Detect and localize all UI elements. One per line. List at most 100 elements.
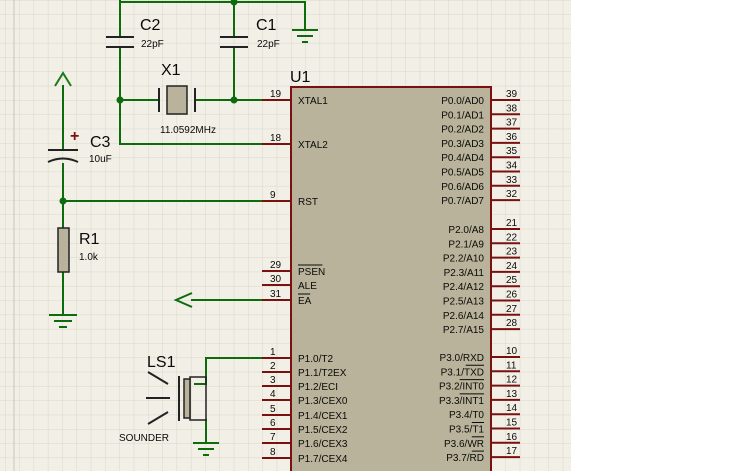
u1-pin-name: EA — [298, 296, 312, 307]
u1-pin-name: XTAL2 — [298, 140, 328, 151]
power-terminal[interactable] — [54, 71, 72, 87]
u1-pin-number: 6 — [270, 418, 276, 429]
wire-ls1-p10 — [194, 357, 263, 385]
u1-pin-name: P1.0/T2 — [298, 354, 333, 365]
u1-pin-number: 22 — [506, 232, 518, 243]
ea-terminal-arrow[interactable] — [173, 292, 193, 308]
u1-pin-number: 12 — [506, 375, 518, 386]
u1-pin-number: 23 — [506, 247, 518, 258]
c2-value: 22pF — [141, 39, 164, 50]
u1-pin-name: P0.0/AD0 — [441, 96, 484, 107]
u1-pin-name: P1.7/CEX4 — [298, 454, 348, 465]
u1-pin-name: P2.0/A8 — [448, 225, 484, 236]
u1-body — [290, 86, 492, 476]
u1-pin-number: 14 — [506, 403, 518, 414]
u1-pin-name: P2.7/A15 — [443, 325, 485, 336]
u1-pin-name: P3.0/RXD — [440, 353, 484, 364]
u1-pin-number: 10 — [506, 346, 518, 357]
u1-pin-number: 25 — [506, 275, 518, 286]
u1-pin-number: 2 — [270, 361, 276, 372]
wires — [62, 0, 306, 443]
u1-pin-left[interactable]: 4P1.3/CEX0 — [262, 389, 348, 407]
u1-pin-name: P3.2/INT0 — [439, 382, 484, 393]
u1-pin-number: 26 — [506, 290, 518, 301]
schematic-canvas[interactable]: C2 22pF C1 22pF X1 11.0592MHz + C3 10uF … — [0, 0, 571, 476]
c3-value: 10uF — [89, 154, 112, 165]
u1-pin-name: RST — [298, 197, 318, 208]
junction-dot — [116, 96, 124, 104]
u1-pin-number: 15 — [506, 418, 518, 429]
u1-pin-number: 28 — [506, 318, 518, 329]
u1-pin-name: P0.1/AD1 — [441, 110, 484, 121]
r1-value: 1.0k — [79, 252, 99, 263]
capacitor-c2[interactable]: C2 22pF — [106, 17, 164, 50]
u1-pin-number: 5 — [270, 404, 276, 415]
u1-pin-number: 34 — [506, 161, 518, 172]
capacitor-c3[interactable]: + C3 10uF — [47, 128, 112, 165]
x1-ref: X1 — [161, 62, 181, 79]
u1-pin-name: P2.3/A11 — [444, 268, 485, 279]
crystal-x1[interactable]: X1 11.0592MHz — [158, 62, 216, 136]
u1-pin-left[interactable]: 8P1.7/CEX4 — [262, 447, 348, 465]
r1-ref: R1 — [79, 231, 100, 248]
u1-pin-name: P2.2/A10 — [443, 254, 485, 265]
u1-pin-name: P3.4/T0 — [449, 410, 484, 421]
resistor-r1[interactable]: R1 1.0k — [57, 227, 100, 273]
capacitor-c1[interactable]: C1 22pF — [220, 17, 280, 50]
junctions — [59, 0, 238, 205]
ground-symbol-r1 — [49, 314, 77, 328]
u1-pin-left[interactable]: 3P1.2/ECI — [262, 375, 338, 393]
u1-pin-name: P2.4/A12 — [443, 282, 485, 293]
u1-pin-left[interactable]: 6P1.5/CEX2 — [262, 418, 348, 436]
u1-pin-number: 21 — [506, 218, 518, 229]
u1-pin-left[interactable]: 2P1.1/T2EX — [262, 361, 347, 379]
u1-pin-number: 8 — [270, 447, 276, 458]
schematic-sheet[interactable]: C2 22pF C1 22pF X1 11.0592MHz + C3 10uF … — [0, 0, 571, 476]
u1-pin-number: 33 — [506, 175, 518, 186]
u1-pin-left[interactable]: 5P1.4/CEX1 — [262, 404, 348, 422]
u1-pin-left[interactable]: 1P1.0/T2 — [262, 347, 333, 365]
ls1-ref: LS1 — [147, 354, 176, 371]
u1-pin-number: 24 — [506, 261, 518, 272]
u1-pin-number: 7 — [270, 432, 276, 443]
ls1-value: SOUNDER — [119, 433, 169, 444]
sounder-ls1[interactable]: LS1 SOUNDER — [119, 354, 207, 444]
junction-dot — [59, 197, 67, 205]
u1-pin-left[interactable]: 7P1.6/CEX3 — [262, 432, 348, 450]
ic-u1[interactable]: U1 19XTAL118XTAL29RST29PSEN30ALE31EA1P1.… — [262, 69, 520, 476]
u1-pin-number: 35 — [506, 146, 518, 157]
u1-pin-name: P3.6/WR — [444, 439, 484, 450]
u1-pin-name: P3.7/RD — [446, 453, 484, 464]
